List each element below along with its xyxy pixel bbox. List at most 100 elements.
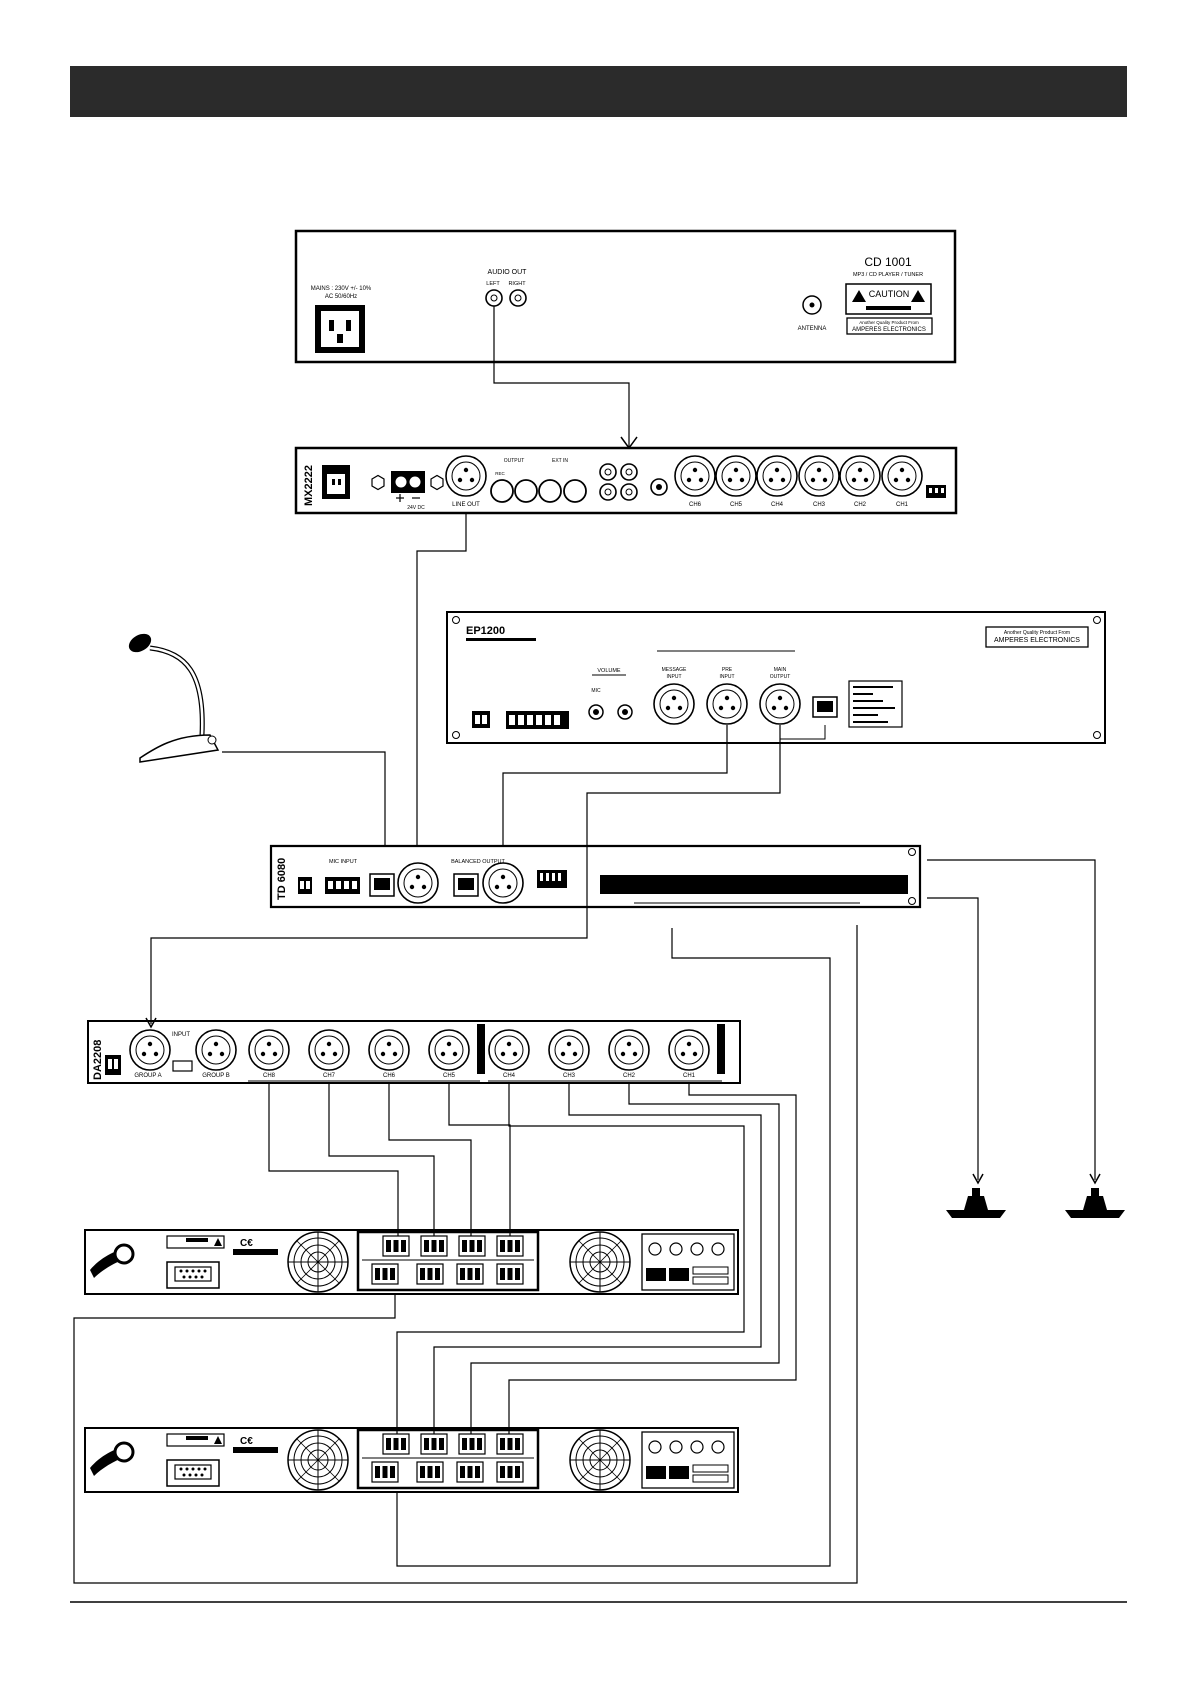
mixer-ch6-label: CH6 (689, 502, 702, 508)
cd-quality-line-2: AMPERES ELECTRONICS (852, 327, 926, 333)
da-group-a-label: GROUP A (134, 1073, 161, 1079)
amp1-control-board (641, 1233, 735, 1291)
da-group-b-label: GROUP B (202, 1073, 230, 1079)
da-ch8-label: CH8 (263, 1073, 276, 1079)
da-group-a-badge (717, 1024, 725, 1074)
mixer-output-rec-jack[interactable] (490, 479, 514, 503)
ep-main-output-xlr[interactable] (759, 683, 801, 725)
cd-quality-badge: Another Quality Product From AMPERES ELE… (846, 317, 933, 335)
mixer-rca-input-1[interactable] (599, 463, 617, 481)
cd-left-label: LEFT (486, 281, 500, 287)
amp2-input-board (356, 1428, 540, 1490)
ep-power-terminal (472, 711, 490, 728)
mixer-dc-label: 24V DC (407, 505, 425, 511)
mixer-ch1-xlr[interactable] (881, 455, 923, 497)
da-ch5-xlr[interactable] (428, 1029, 470, 1071)
wire-td-to-amp1 (73, 925, 858, 1584)
td-mic-rj45-port[interactable] (369, 873, 395, 897)
ep-volume-label: VOLUME (597, 668, 621, 674)
cd-caution-text: CAUTION (869, 289, 910, 299)
mixer-ch2-label: CH2 (854, 502, 867, 508)
wire-td-to-speaker-1 (927, 897, 979, 1180)
svg-text:C€: C€ (240, 1436, 253, 1447)
mixer-ch5-label: CH5 (730, 502, 743, 508)
ep-rj45-port[interactable] (812, 696, 838, 718)
td-xlr-input[interactable] (397, 862, 439, 904)
amp2-control-board (641, 1431, 735, 1489)
da-ch6-xlr[interactable] (368, 1029, 410, 1071)
wire-da-ch7 (328, 1083, 435, 1236)
cd-player-panel: MAINS : 230V +/- 10% AC 50/60Hz AUDIO OU… (294, 229, 957, 364)
da-ch7-xlr[interactable] (308, 1029, 350, 1071)
td-output-terminal-strip (600, 875, 908, 894)
da-ch3-xlr[interactable] (548, 1029, 590, 1071)
td-mic-input-label: MIC INPUT (329, 859, 358, 865)
mixer-phantom-dip-switch[interactable] (926, 485, 946, 498)
mixer-ch3-xlr[interactable] (798, 455, 840, 497)
da-ch1-label: CH1 (683, 1073, 696, 1079)
da-ch7-label: CH7 (323, 1073, 336, 1079)
wire-mixer-lineout-to-td (416, 513, 467, 846)
da-group-a-xlr[interactable] (129, 1029, 171, 1071)
wire-da-ch6 (388, 1083, 472, 1236)
da-ch1-xlr[interactable] (668, 1029, 710, 1071)
mixer-line-out-xlr[interactable] (445, 455, 487, 497)
mixer-ch6-xlr[interactable] (674, 455, 716, 497)
mixer-rca-input-3[interactable] (599, 483, 617, 501)
wire-da-ch5 (448, 1083, 511, 1236)
mixer-ch1-label: CH1 (896, 502, 909, 508)
ep-quality-badge: Another Quality Product From AMPERES ELE… (985, 626, 1089, 648)
amplifier-1-panel: C€ (84, 1229, 739, 1295)
mixer-ch4-label: CH4 (771, 502, 784, 508)
mixer-panel: MX2222 24V DC LINE OUT OUTPUT EXT IN REC (294, 446, 958, 515)
da-group-b-badge (477, 1024, 485, 1074)
ep-message-input-xlr[interactable] (653, 683, 695, 725)
cd-mains-socket (315, 305, 365, 353)
da-ch2-xlr[interactable] (608, 1029, 650, 1071)
ep-message-input-label: INPUT (667, 674, 682, 680)
ep-pre-input-label: INPUT (720, 674, 735, 680)
paging-microphone (128, 633, 220, 763)
ep-message-label: MESSAGE (662, 667, 687, 673)
da-group-b-xlr[interactable] (195, 1029, 237, 1071)
cd-caution-label-box: CAUTION (845, 283, 932, 315)
ep-pre-label: PRE (722, 667, 733, 673)
ep-control-terminal-block (506, 711, 569, 729)
ep-main-output-label: OUTPUT (770, 674, 791, 680)
mixer-ext-in-jack-1[interactable] (538, 479, 562, 503)
td-dip-switch[interactable] (537, 870, 567, 888)
amp1-input-board (356, 1230, 540, 1292)
amp2-fan-right (569, 1429, 631, 1491)
cd-audio-out-right-jack[interactable] (509, 289, 527, 307)
mixer-rca-input-2[interactable] (620, 463, 638, 481)
ceiling-speaker-2 (1065, 1188, 1125, 1218)
mixer-ch2-xlr[interactable] (839, 455, 881, 497)
ep-pre-input-xlr[interactable] (706, 683, 748, 725)
ep-model-label: EP1200 (466, 625, 505, 637)
wire-td-to-speaker-2 (927, 859, 1096, 1180)
amp2-remote-connector (166, 1459, 220, 1487)
mixer-rca-input-4[interactable] (620, 483, 638, 501)
da-ch6-label: CH6 (383, 1073, 396, 1079)
td-output-rj45-port[interactable] (453, 873, 479, 897)
wire-ep-main-to-da (150, 725, 781, 1024)
da-model-label: DA2208 (92, 1040, 104, 1080)
mixer-ext-in-jack-2[interactable] (563, 479, 587, 503)
td-balanced-output-xlr[interactable] (482, 862, 524, 904)
da-ch5-label: CH5 (443, 1073, 456, 1079)
cd-audio-out-label: AUDIO OUT (488, 269, 528, 276)
da-input-selector[interactable] (172, 1060, 193, 1072)
ep-mic-label: MIC (591, 688, 601, 694)
mixer-ch4-xlr[interactable] (756, 455, 798, 497)
da-ch8-xlr[interactable] (248, 1029, 290, 1071)
ep-quality-line-2: AMPERES ELECTRONICS (994, 637, 1080, 644)
cd-model-label: CD 1001 (864, 255, 912, 269)
wire-cd-to-mixer (493, 306, 630, 448)
svg-text:C€: C€ (240, 1238, 253, 1249)
cd-audio-out-left-jack[interactable] (485, 289, 503, 307)
da-ch3-label: CH3 (563, 1073, 576, 1079)
mixer-output-jack-2[interactable] (514, 479, 538, 503)
mixer-ch5-xlr[interactable] (715, 455, 757, 497)
da-ch4-xlr[interactable] (488, 1029, 530, 1071)
